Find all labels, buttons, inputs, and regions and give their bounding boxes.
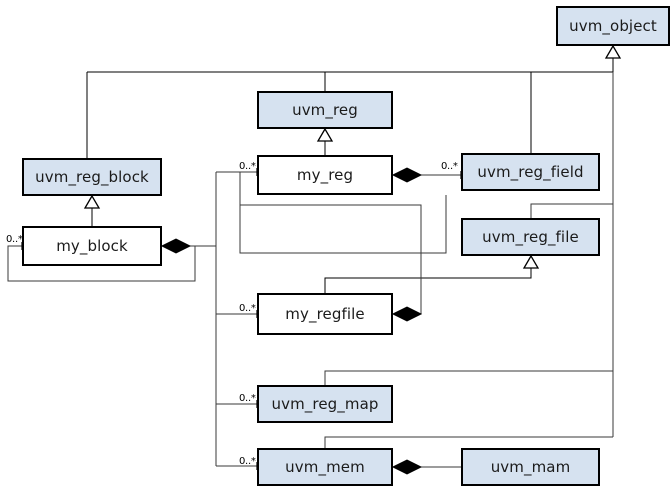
class-label-uvm-reg-field: uvm_reg_field <box>477 163 584 181</box>
composition-diamond-my-block <box>160 238 192 254</box>
class-node-uvm-reg-map[interactable]: uvm_reg_map <box>257 385 393 423</box>
edge-generalization-uvm-reg-file <box>530 203 613 218</box>
class-label-uvm-object: uvm_object <box>569 17 657 35</box>
multiplicity-label-uvm-reg-map: 0..* <box>239 393 256 404</box>
edge-generalization-uvm-mem <box>324 436 613 448</box>
generalization-arrow-uvm-reg-block <box>83 194 101 209</box>
multiplicity-label-my-reg: 0..* <box>239 161 256 172</box>
edge-generalization-uvm-reg-map <box>324 370 613 385</box>
class-label-uvm-reg: uvm_reg <box>292 101 358 119</box>
multiplicity-label-my-block: 0..* <box>6 234 23 245</box>
multiplicity-label-uvm-reg-field: 0..* <box>441 161 458 172</box>
composition-diamond-my-reg <box>391 167 423 183</box>
class-label-my-reg: my_reg <box>296 166 354 184</box>
class-label-uvm-mam: uvm_mam <box>490 458 571 476</box>
class-label-uvm-mem: uvm_mem <box>285 458 365 476</box>
class-label-uvm-reg-block: uvm_reg_block <box>35 168 149 186</box>
class-label-uvm-reg-map: uvm_reg_map <box>271 395 379 413</box>
class-node-uvm-mam[interactable]: uvm_mam <box>461 448 600 486</box>
class-node-my-block[interactable]: my_block <box>22 226 162 266</box>
edge-composition-my-block-self <box>7 245 196 282</box>
multiplicity-label-uvm-mem: 0..* <box>239 456 256 467</box>
class-node-uvm-reg-block[interactable]: uvm_reg_block <box>22 158 162 196</box>
class-node-uvm-reg-file[interactable]: uvm_reg_file <box>461 218 600 256</box>
class-node-my-regfile[interactable]: my_regfile <box>257 293 393 335</box>
class-label-my-block: my_block <box>56 237 128 255</box>
class-node-uvm-object[interactable]: uvm_object <box>556 6 670 46</box>
composition-diamond-my-regfile <box>391 306 423 322</box>
class-node-uvm-reg[interactable]: uvm_reg <box>257 91 393 129</box>
generalization-arrow-uvm-object <box>604 44 622 59</box>
class-label-my-regfile: my_regfile <box>285 305 365 323</box>
class-label-uvm-reg-file: uvm_reg_file <box>482 228 579 246</box>
edge-composition-inner-loop-my-reg <box>239 172 447 254</box>
class-node-uvm-reg-field[interactable]: uvm_reg_field <box>461 153 600 191</box>
multiplicity-label-my-regfile: 0..* <box>239 303 256 314</box>
generalization-arrow-uvm-reg-file <box>522 254 540 269</box>
class-node-my-reg[interactable]: my_reg <box>257 155 393 195</box>
class-node-uvm-mem[interactable]: uvm_mem <box>257 448 393 486</box>
composition-diamond-uvm-mem <box>391 459 423 475</box>
edge-generalization-my-regfile <box>324 264 532 293</box>
generalization-arrow-uvm-reg <box>316 127 334 142</box>
